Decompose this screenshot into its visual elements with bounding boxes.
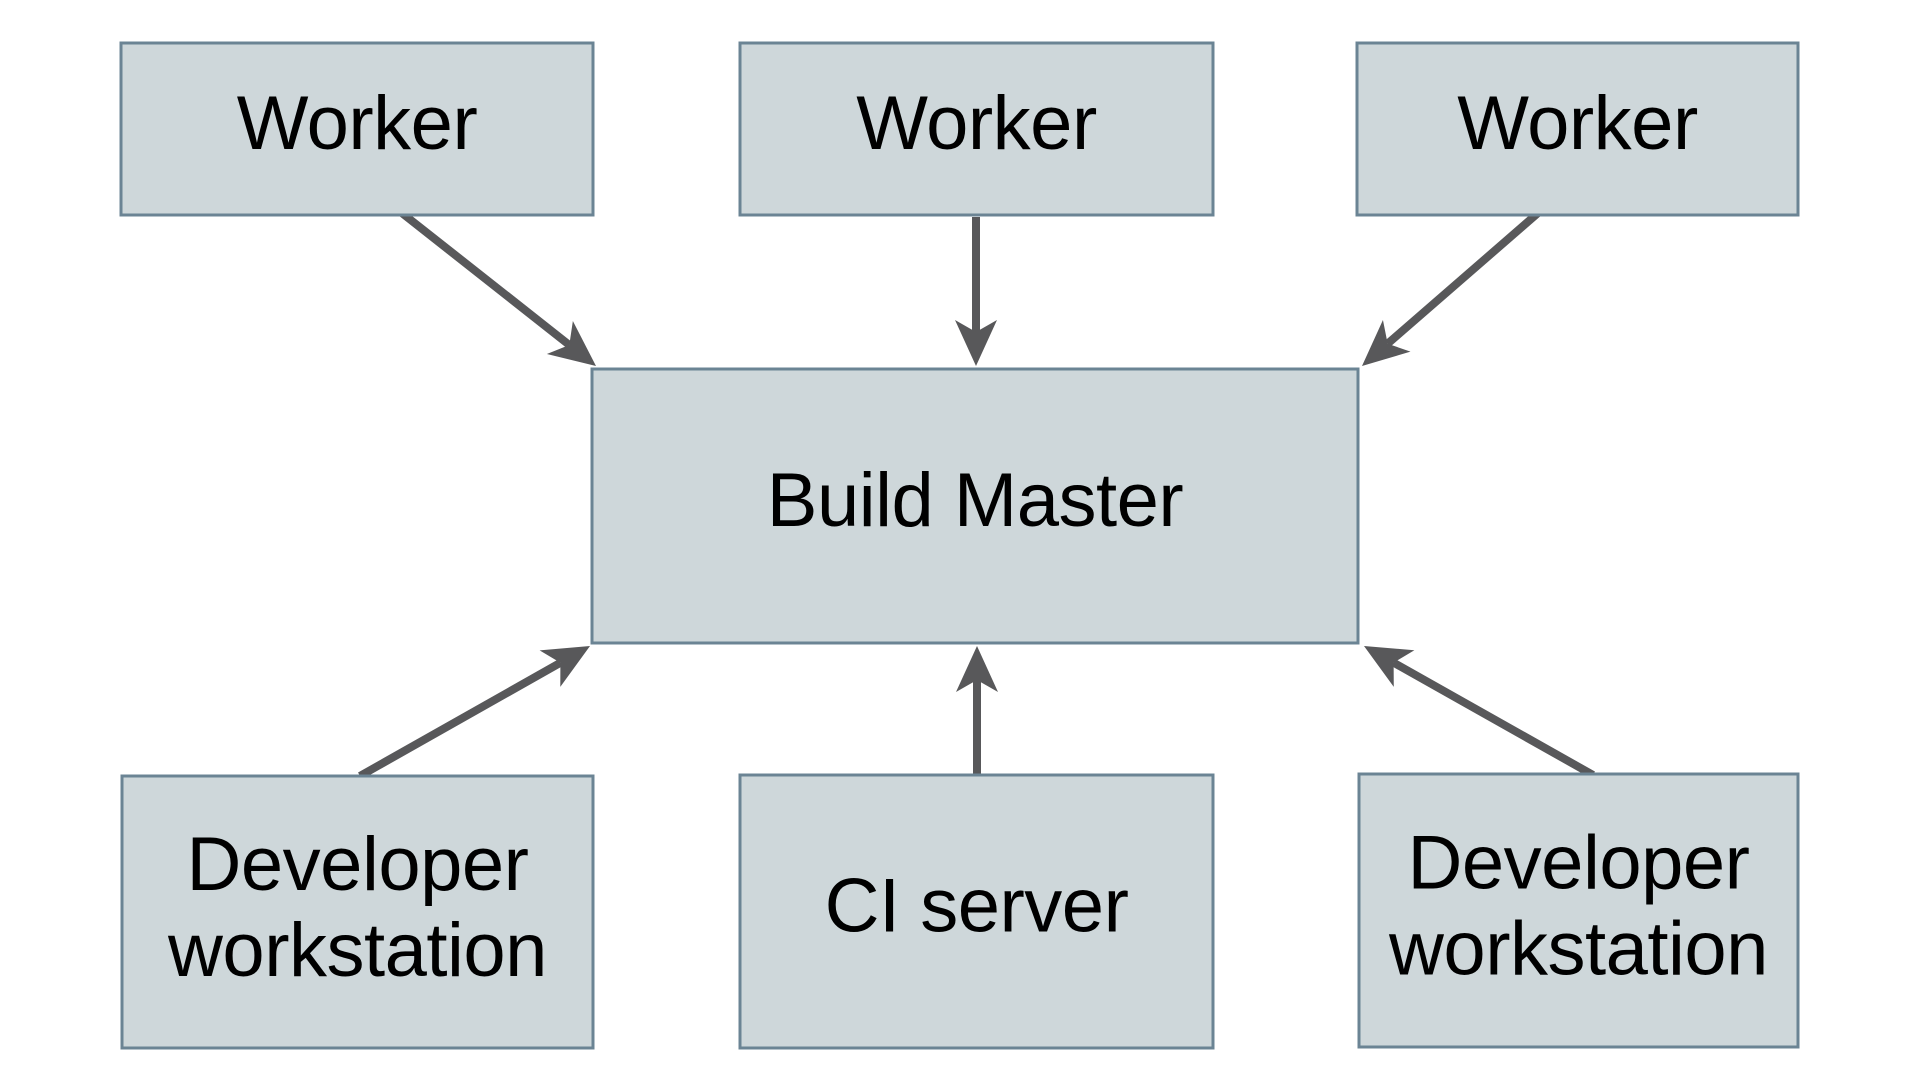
- diagram-node-ci-server[interactable]: CI server: [738, 773, 1215, 1050]
- node-box[interactable]: [590, 367, 1360, 645]
- edge-arrowhead-icon: [1362, 319, 1411, 366]
- edge-arrowhead-icon: [955, 320, 997, 366]
- node-label: Developer: [187, 822, 529, 907]
- diagram-edge: [956, 646, 998, 775]
- diagram-node-worker-center[interactable]: Worker: [738, 41, 1215, 217]
- diagram-node-worker-left[interactable]: Worker: [119, 41, 595, 217]
- edge-line: [1391, 659, 1595, 779]
- edge-arrowhead-icon: [546, 321, 596, 366]
- diagram-edge: [358, 646, 590, 780]
- node-label-line2: workstation: [167, 908, 547, 993]
- node-label: Build Master: [767, 458, 1184, 543]
- node-label-line2: workstation: [1388, 907, 1768, 992]
- edge-line: [358, 659, 563, 780]
- node-box[interactable]: [120, 774, 595, 1050]
- node-label: Worker: [237, 81, 478, 166]
- node-label: CI server: [825, 864, 1129, 949]
- diagram-edge: [955, 217, 997, 366]
- diagram-node-build-master[interactable]: Build Master: [590, 367, 1360, 645]
- node-label: Worker: [1457, 81, 1698, 166]
- edge-arrowhead-icon: [539, 646, 590, 687]
- node-label: Developer: [1408, 821, 1750, 906]
- edge-arrowhead-icon: [1364, 646, 1415, 687]
- edge-arrowhead-icon: [956, 646, 998, 692]
- node-box[interactable]: [738, 41, 1215, 217]
- node-box[interactable]: [119, 41, 595, 217]
- diagram-edge: [1364, 646, 1595, 779]
- node-label: Worker: [856, 81, 1097, 166]
- node-box[interactable]: [1357, 772, 1800, 1049]
- diagram-node-worker-right[interactable]: Worker: [1355, 41, 1800, 217]
- node-box[interactable]: [1355, 41, 1800, 217]
- node-box[interactable]: [738, 773, 1215, 1050]
